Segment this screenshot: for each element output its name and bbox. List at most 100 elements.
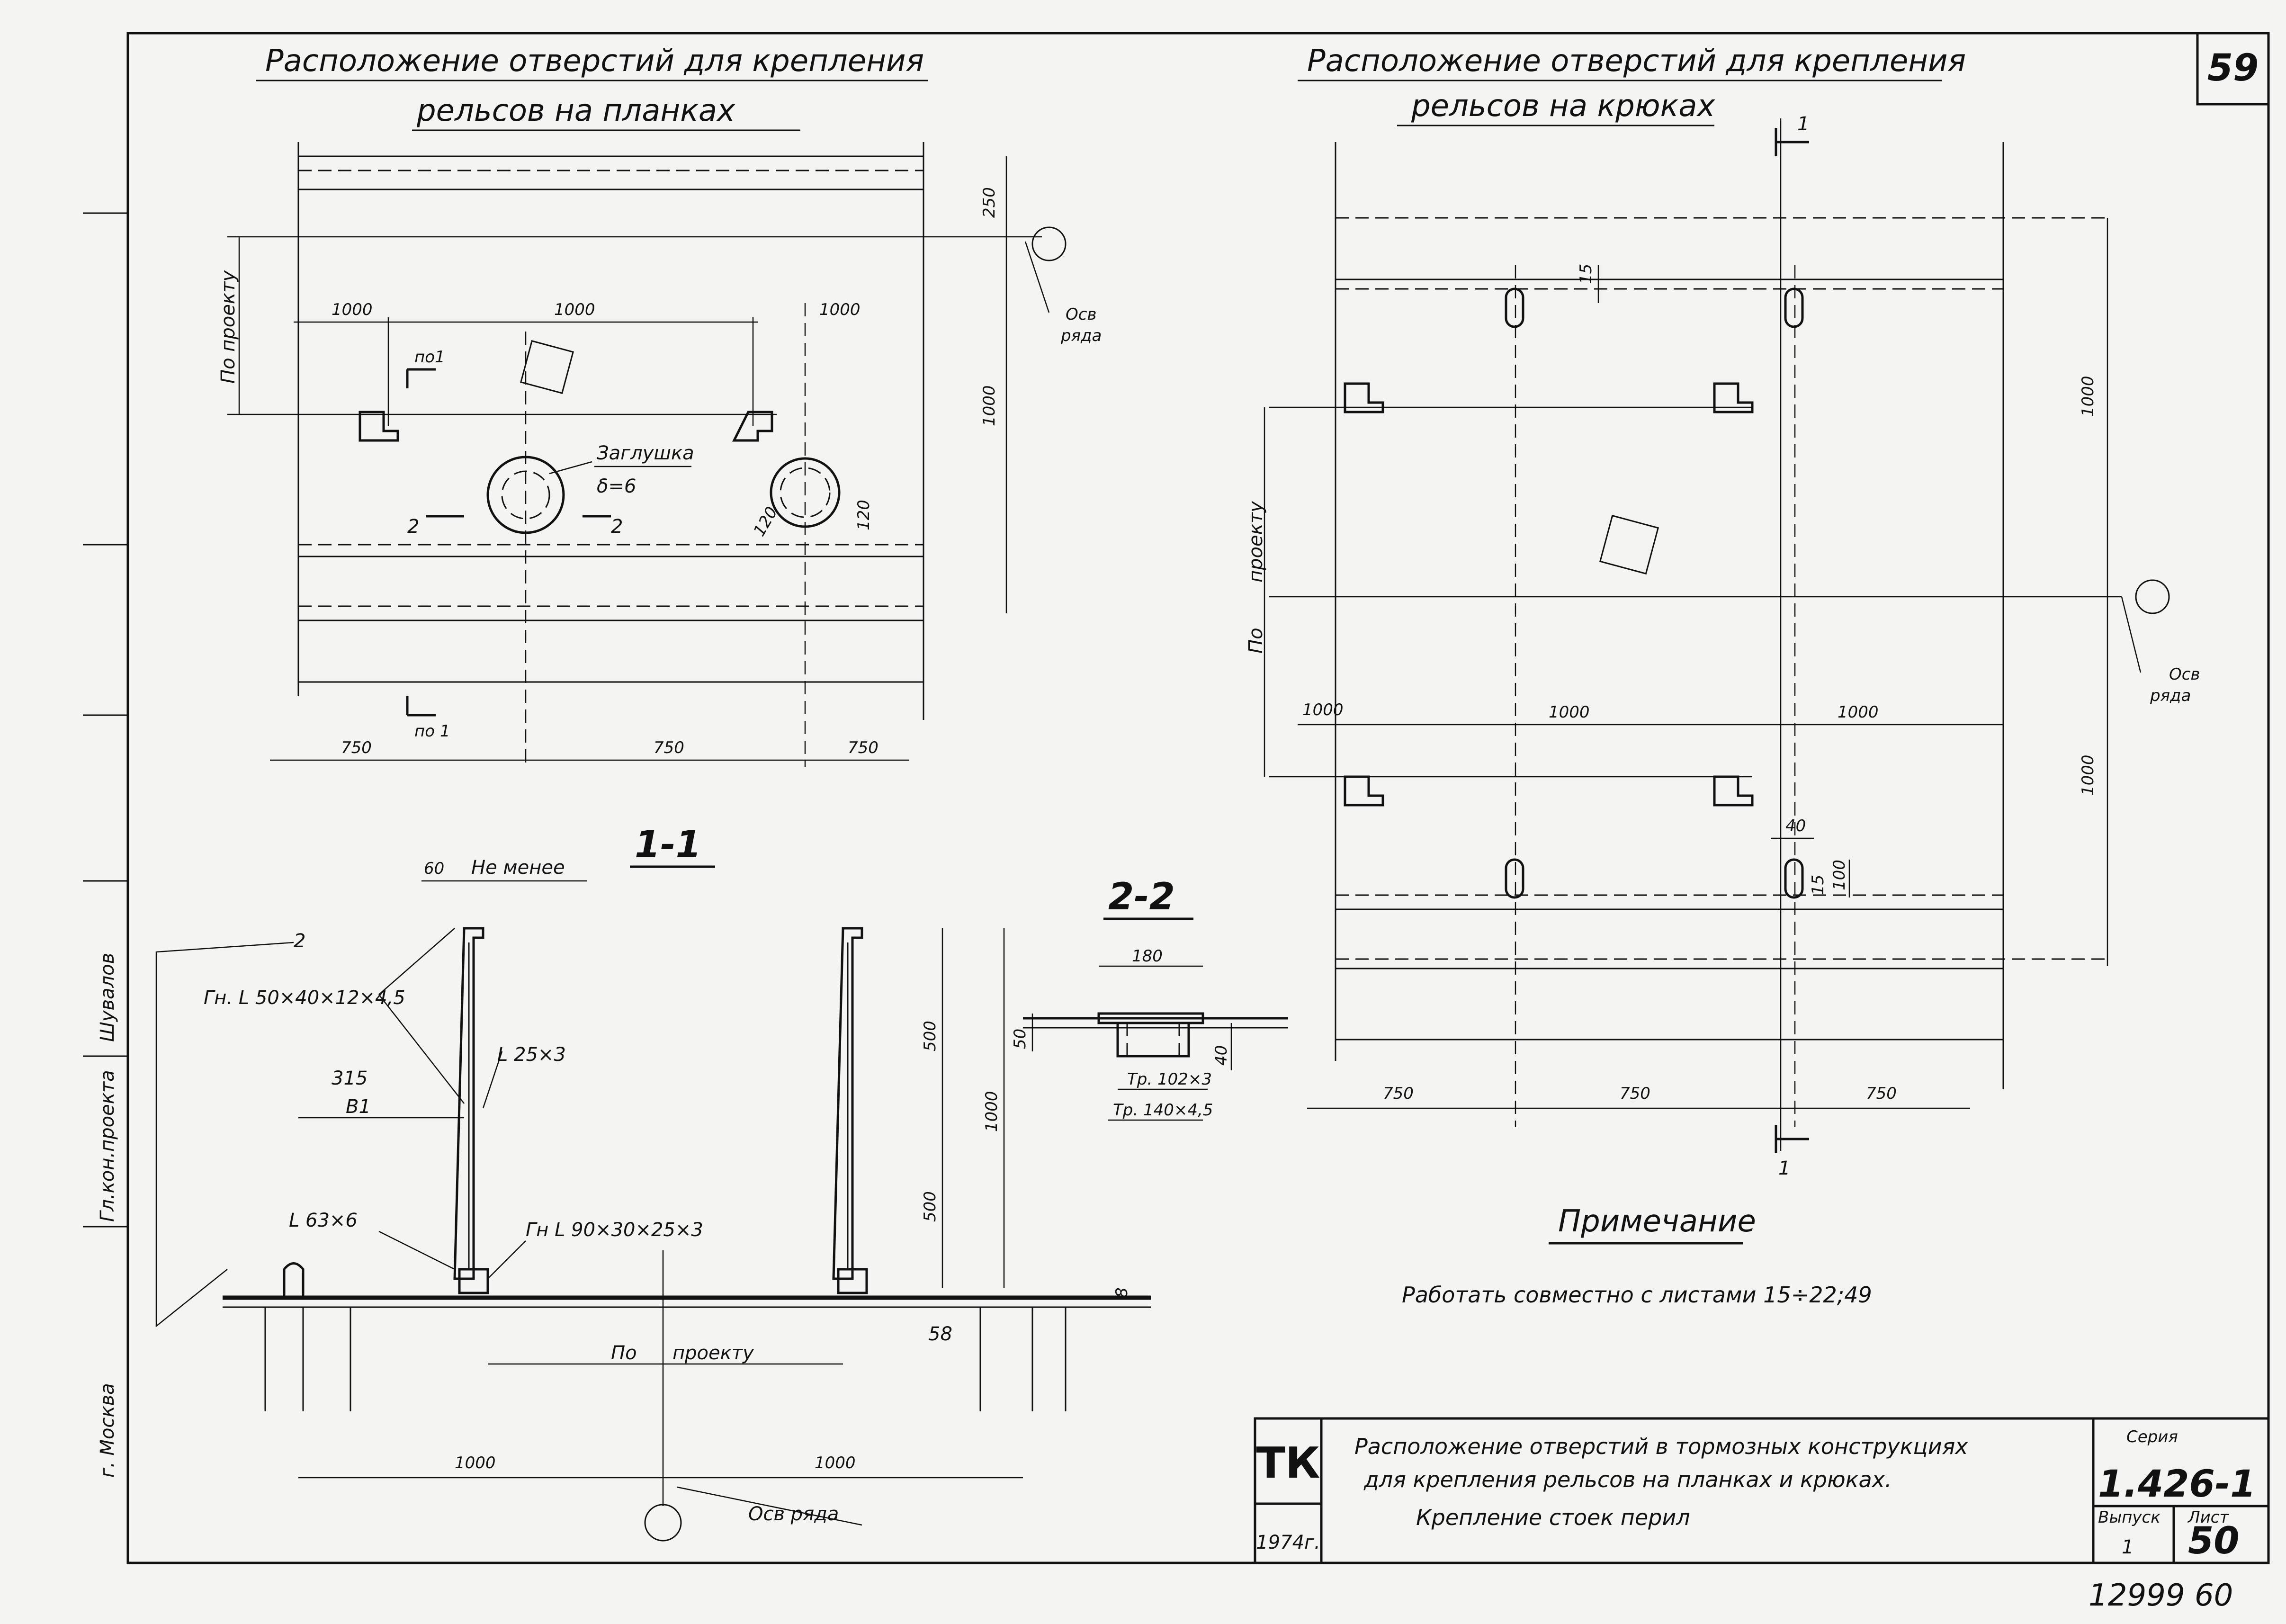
dim-right-2: 1000 (2079, 754, 2098, 796)
dim-top-1: 1000 (332, 300, 373, 319)
section-mark-bottom: 1 (1778, 1157, 1790, 1179)
section-2-right: 2 (611, 516, 623, 538)
axis-bubble (644, 1504, 682, 1542)
dim-top-3: 1000 (1838, 703, 1879, 722)
b1-value: 315 (332, 1068, 368, 1089)
angle-small-label: L 25×3 (497, 1044, 566, 1066)
leader-line (378, 994, 465, 1104)
label-project-1: По (611, 1342, 637, 1364)
left-plan-title-line1: Расположение отверстий для крепления (265, 44, 924, 79)
angle-bottom-label: Гн L 90×30×25×3 (526, 1219, 703, 1241)
series-label: Серия (2126, 1427, 2178, 1446)
section-1-1: 1-1 60 Не менее Гн. L 50×40×12×4,5 L 25×… (155, 824, 1151, 1542)
slot-hole (1505, 858, 1524, 899)
axis-label-2: ряда (2150, 686, 2191, 705)
pipe-2: Тр. 140×4,5 (1113, 1101, 1213, 1120)
leader-line (2121, 596, 2142, 673)
rail-post (453, 927, 484, 1280)
pipe-section (1116, 1022, 1190, 1058)
issue-label: Выпуск (2098, 1508, 2160, 1527)
issue-value: 1 (2122, 1536, 2134, 1558)
section-2-2: 2-2 180 50 40 Тр. 102×3 Тр. 140×4,5 (1011, 876, 1288, 1121)
series-value: 1.426-1 (2098, 1463, 2256, 1506)
slot-hole (1505, 287, 1524, 328)
section-mark-bottom: по 1 (414, 722, 450, 741)
dim-top-2: 1000 (1549, 703, 1590, 722)
label-project-2: проекту (672, 1342, 754, 1364)
leader-line (677, 1486, 862, 1526)
stamp-org: ТК (1256, 1438, 1320, 1488)
plug-label: Заглушка (597, 442, 694, 464)
hole-inner (780, 467, 831, 518)
not-less-label: Не менее (471, 857, 565, 879)
dim-bottom-3: 750 (1866, 1084, 1897, 1103)
hook-symbol (1713, 382, 1754, 413)
break-line (155, 942, 294, 1328)
clip-symbol (359, 411, 399, 442)
plug-hole-inner (501, 470, 550, 520)
sheet-border (126, 32, 2270, 1564)
dim-bottom-1: 1000 (455, 1454, 496, 1472)
sheet-number-box (2196, 32, 2270, 106)
not-less-dim: 60 (424, 859, 444, 878)
sheet-number: 59 (2207, 47, 2259, 90)
section-mark-top: 1 (1797, 113, 1809, 135)
leader-line (549, 461, 592, 475)
dim-right-1: 1000 (2079, 376, 2098, 417)
rail-head (283, 1262, 305, 1299)
section-2-2-title: 2-2 (1108, 876, 1175, 918)
plug-thickness: δ=6 (597, 476, 636, 497)
title-block-frame (1254, 1417, 2270, 1564)
hook-symbol (1344, 775, 1384, 807)
stamp-title-line1: Расположение отверстий в тормозных конст… (1354, 1434, 1968, 1459)
margin-label-shuvalov: Шувалов (97, 953, 118, 1042)
hatched-region (1599, 514, 1659, 575)
dim-slot-3: 15 (1809, 875, 1828, 895)
sheet-value: 50 (2188, 1520, 2240, 1562)
leader-line (482, 1051, 503, 1109)
hole-dia-1: 120 (750, 503, 781, 539)
left-plan-title-line2: рельсов на планках (416, 93, 735, 128)
stamp-title-line2: для крепления рельсов на планках и крюка… (1363, 1467, 1892, 1492)
angle-top-label: Гн. L 50×40×12×4,5 (204, 987, 405, 1009)
note-text: Работать совместно с листами 15÷22;49 (1402, 1282, 1872, 1308)
dim-50: 50 (1011, 1029, 1030, 1049)
archive-number: 12999 60 (2089, 1578, 2233, 1613)
axis-bubble (1031, 226, 1067, 261)
dim-58: 58 (928, 1323, 952, 1345)
pipe-1: Тр. 102×3 (1127, 1070, 1212, 1089)
plug-hole-outer (486, 456, 565, 534)
axis-label-2: ряда (1060, 326, 1102, 345)
dim-top-3: 1000 (819, 300, 861, 319)
axis-bubble (2135, 579, 2170, 614)
rail-post (832, 927, 863, 1280)
hatched-region (520, 340, 574, 394)
left-plan: Расположение отверстий для крепления рел… (217, 44, 1102, 767)
hole-dia-2: 120 (854, 500, 873, 530)
sheet-label: Лист (2187, 1508, 2229, 1527)
label-side: По проекту (217, 270, 239, 384)
post-base (837, 1268, 868, 1294)
dim-bottom-2: 750 (1620, 1084, 1650, 1103)
dim-bottom-2: 1000 (815, 1454, 856, 1472)
leader-line (378, 1230, 455, 1270)
right-plan-title-line1: Расположение отверстий для крепления (1307, 44, 1966, 79)
angle-base-label: L 63×6 (289, 1210, 358, 1231)
margin-label-city: г. Москва (97, 1383, 118, 1478)
stamp-title-line3: Крепление стоек перил (1416, 1505, 1690, 1530)
axis-label: Осв ряда (748, 1503, 839, 1525)
dim-slot-2: 40 (1785, 816, 1806, 835)
dim-vertical-3: 1000 (982, 1091, 1001, 1132)
slot-hole (1784, 287, 1804, 328)
label-side-2: проекту (1245, 501, 1267, 583)
hook-symbol (1713, 775, 1754, 807)
section-2-left: 2 (407, 516, 419, 538)
leader-line (378, 928, 455, 995)
title-block: ТК 1974г. Расположение отверстий в тормо… (1254, 1417, 2270, 1564)
right-plan-title-line2: рельсов на крюках (1411, 89, 1715, 124)
dim-8: 8 (1112, 1287, 1131, 1298)
leader-line (1024, 241, 1050, 313)
section-1-1-title: 1-1 (635, 824, 701, 866)
dim-slot-4: 100 (1830, 860, 1849, 890)
